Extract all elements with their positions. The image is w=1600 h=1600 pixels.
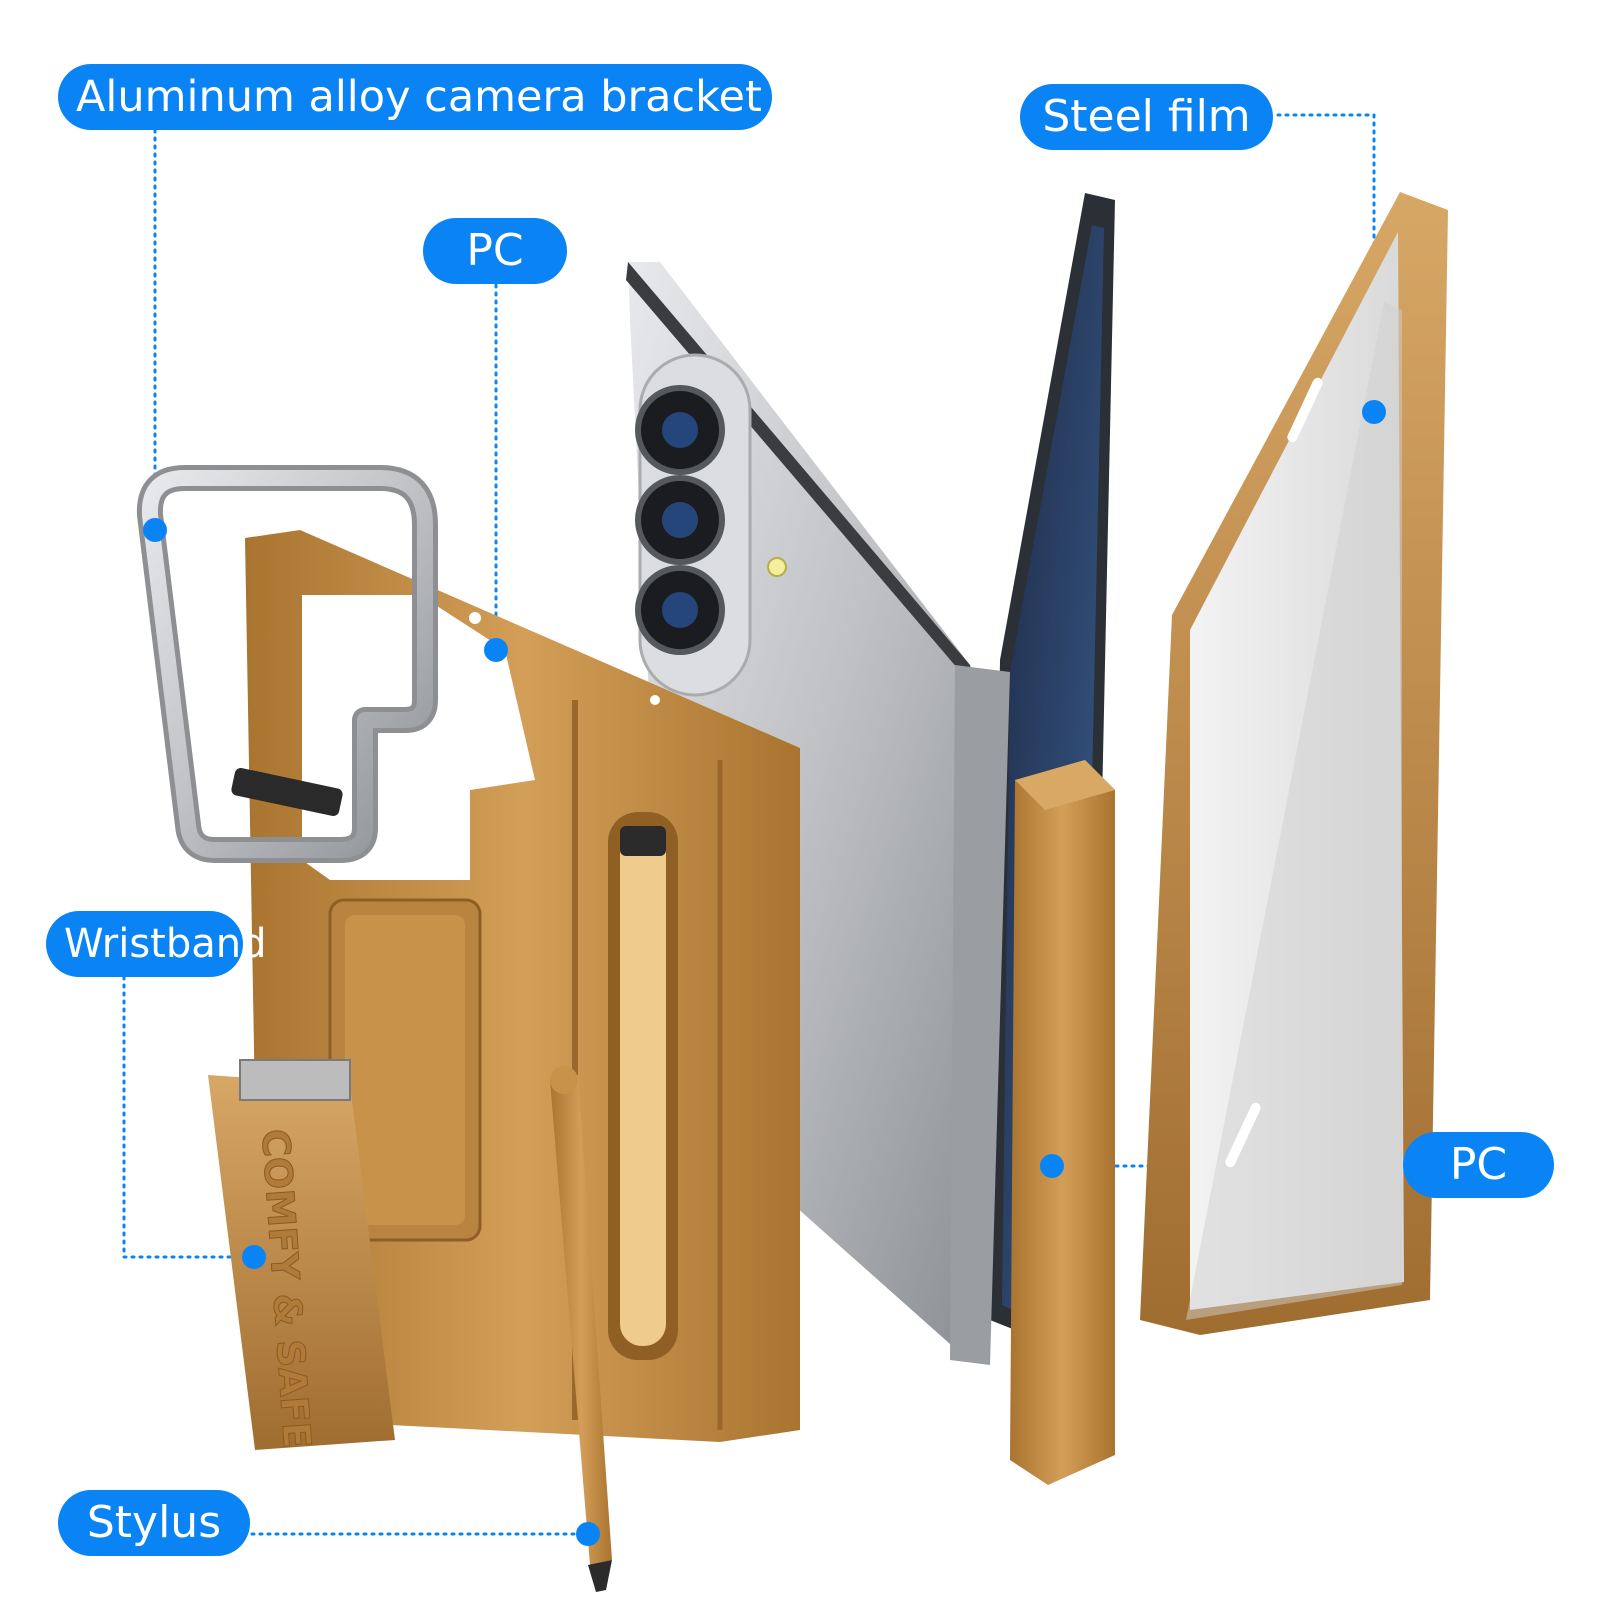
dot-wrist bbox=[242, 1245, 266, 1269]
stylus bbox=[550, 1066, 612, 1592]
label-aluminum-bracket: Aluminum alloy camera bracket bbox=[58, 64, 772, 130]
dot-steel bbox=[1362, 400, 1386, 424]
side-pc-strip bbox=[1010, 760, 1115, 1485]
camera-lens-icon bbox=[635, 385, 725, 655]
flash-icon bbox=[767, 557, 787, 577]
steel-film-frame bbox=[1140, 192, 1448, 1335]
camera-bracket bbox=[136, 465, 438, 863]
label-wristband: Wristband bbox=[46, 911, 266, 977]
dot-stylus bbox=[576, 1522, 600, 1546]
leader-wrist bbox=[122, 975, 256, 1259]
leader-steel bbox=[1276, 113, 1376, 414]
dot-bracket bbox=[143, 518, 167, 542]
wristband: COMFY & SAFE bbox=[208, 1059, 395, 1450]
label-pc-top: PC bbox=[423, 218, 567, 284]
dot-pc-top bbox=[484, 638, 508, 662]
leader-dots bbox=[143, 400, 1386, 1546]
label-pc-right: PC bbox=[1403, 1132, 1554, 1198]
label-stylus: Stylus bbox=[58, 1490, 250, 1556]
label-steel-film: Steel film bbox=[1020, 84, 1273, 150]
dot-pc-right bbox=[1040, 1154, 1064, 1178]
back-case bbox=[245, 530, 800, 1442]
